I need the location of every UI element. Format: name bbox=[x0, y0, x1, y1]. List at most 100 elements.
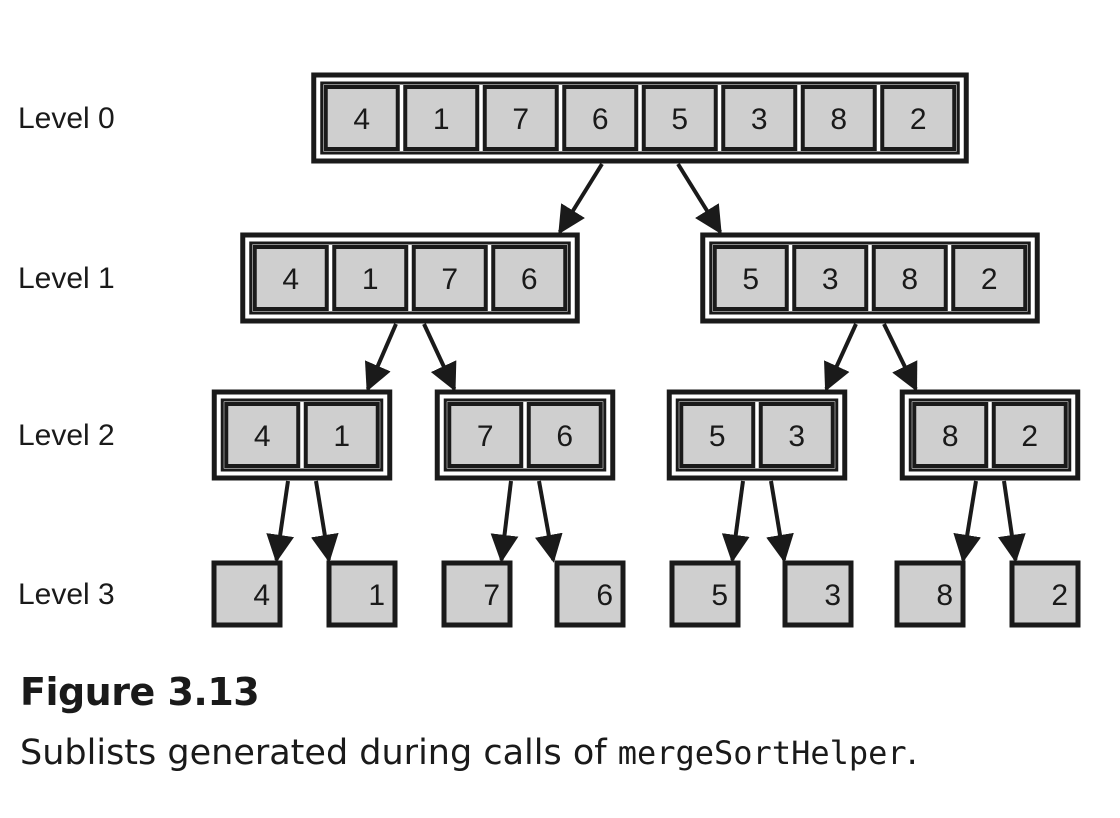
sublist-box: 4 bbox=[211, 560, 283, 628]
list-cell bbox=[303, 402, 380, 468]
list-cell bbox=[679, 402, 756, 468]
sublist-box: 5 bbox=[669, 560, 741, 628]
caption-period: . bbox=[906, 733, 918, 773]
sublist-inner-border bbox=[249, 241, 571, 315]
split-arrow bbox=[535, 480, 563, 563]
split-arrow bbox=[824, 323, 858, 392]
sublist-box: 5 3 8 2 bbox=[700, 232, 1040, 324]
level-label: Level 0 bbox=[18, 102, 115, 135]
cell-value: 3 bbox=[788, 420, 805, 453]
list-cell bbox=[403, 85, 480, 151]
list-cell bbox=[880, 85, 957, 151]
cell-value: 4 bbox=[282, 263, 299, 296]
list-cell bbox=[441, 560, 513, 628]
cell-value: 2 bbox=[981, 263, 998, 296]
list-cell bbox=[641, 85, 718, 151]
sublist-inner-border bbox=[220, 398, 384, 472]
level-label: Level 1 bbox=[18, 262, 115, 295]
split-arrow bbox=[882, 323, 918, 392]
cell-value: 6 bbox=[592, 103, 609, 136]
cell-value: 3 bbox=[824, 579, 841, 612]
list-cell bbox=[782, 560, 854, 628]
cell-value: 5 bbox=[711, 579, 728, 612]
cell-value: 5 bbox=[671, 103, 688, 136]
sublist-inner-border bbox=[675, 398, 839, 472]
list-cell bbox=[562, 85, 639, 151]
split-arrow bbox=[721, 480, 750, 563]
list-cell bbox=[758, 402, 835, 468]
sublist-box: 1 bbox=[326, 560, 398, 628]
split-arrow bbox=[311, 480, 339, 563]
split-arrow bbox=[490, 480, 519, 563]
list-cell bbox=[554, 560, 626, 628]
cell-value: 8 bbox=[942, 420, 959, 453]
list-cell bbox=[1009, 560, 1081, 628]
cell-value: 4 bbox=[353, 103, 370, 136]
list-cell bbox=[211, 560, 283, 628]
sublist-box: 6 bbox=[554, 560, 626, 628]
list-cell bbox=[712, 245, 789, 311]
cell-value: 2 bbox=[1021, 420, 1038, 453]
cell-value: 3 bbox=[751, 103, 768, 136]
split-arrow bbox=[766, 480, 794, 563]
sublist-box: 8 bbox=[894, 560, 966, 628]
sublist-inner-border bbox=[443, 398, 607, 472]
level-label: Level 2 bbox=[18, 419, 115, 452]
list-cell bbox=[326, 560, 398, 628]
list-cell bbox=[447, 402, 524, 468]
list-cell bbox=[894, 560, 966, 628]
cell-value: 6 bbox=[521, 263, 538, 296]
sublist-inner-border bbox=[709, 241, 1031, 315]
list-cell bbox=[991, 402, 1068, 468]
split-arrow bbox=[998, 480, 1026, 563]
list-cell bbox=[224, 402, 301, 468]
caption-text: Sublists generated during calls of bbox=[20, 733, 618, 773]
cell-value: 7 bbox=[477, 420, 494, 453]
cell-value: 8 bbox=[936, 579, 953, 612]
list-cell bbox=[411, 245, 488, 311]
cell-value: 1 bbox=[333, 420, 350, 453]
cell-value: 6 bbox=[596, 579, 613, 612]
sublist-inner-border bbox=[908, 398, 1072, 472]
cell-value: 1 bbox=[362, 263, 379, 296]
cell-value: 4 bbox=[253, 579, 270, 612]
cell-value: 7 bbox=[512, 103, 529, 136]
split-arrow bbox=[364, 323, 398, 392]
list-cell bbox=[526, 402, 603, 468]
cell-value: 2 bbox=[910, 103, 927, 136]
split-arrow bbox=[558, 162, 604, 235]
sublist-box: 4 1 7 6 bbox=[240, 232, 580, 324]
list-cell bbox=[669, 560, 741, 628]
cell-value: 2 bbox=[1051, 579, 1068, 612]
sublist-inner-border bbox=[320, 81, 960, 155]
sublist-box: 7 bbox=[441, 560, 513, 628]
cell-value: 6 bbox=[556, 420, 573, 453]
list-cell bbox=[912, 402, 989, 468]
cell-value: 1 bbox=[368, 579, 385, 612]
list-cell bbox=[792, 245, 869, 311]
list-cell bbox=[482, 85, 559, 151]
list-cell bbox=[252, 245, 329, 311]
split-arrow bbox=[953, 480, 981, 563]
cell-value: 7 bbox=[441, 263, 458, 296]
level-label: Level 3 bbox=[18, 578, 115, 611]
cell-value: 5 bbox=[742, 263, 759, 296]
cell-value: 4 bbox=[254, 420, 271, 453]
list-cell bbox=[800, 85, 877, 151]
split-arrow bbox=[266, 480, 294, 563]
sublist-box: 3 bbox=[782, 560, 854, 628]
list-cell bbox=[951, 245, 1028, 311]
list-cell bbox=[491, 245, 568, 311]
list-cell bbox=[871, 245, 948, 311]
cell-value: 3 bbox=[822, 263, 839, 296]
split-arrow bbox=[422, 323, 457, 392]
list-cell bbox=[323, 85, 400, 151]
cell-value: 8 bbox=[901, 263, 918, 296]
cell-value: 5 bbox=[709, 420, 726, 453]
